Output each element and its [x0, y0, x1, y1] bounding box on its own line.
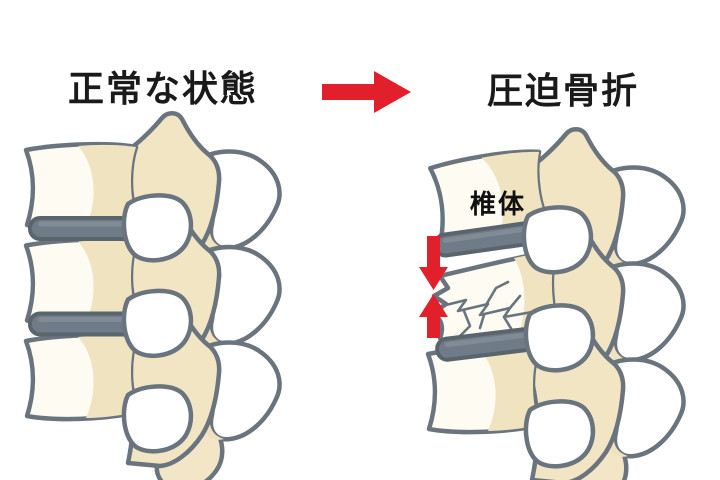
- normal-spine-figure: [26, 113, 280, 480]
- compression-up-arrow-icon: [419, 294, 448, 338]
- title-normal-state: 正常な状態: [67, 68, 258, 109]
- title-compression-fracture: 圧迫骨折: [486, 70, 639, 111]
- facet-joint: [124, 386, 191, 451]
- transform-arrow-icon: [322, 71, 411, 113]
- facet-joint: [526, 305, 593, 370]
- vertebra-body: [26, 335, 138, 419]
- fractured-spine-figure: [428, 129, 684, 480]
- facet-joint: [124, 291, 191, 356]
- fracture-crack-lines: [440, 280, 534, 338]
- vertebra-body: [26, 240, 138, 324]
- facet-joint: [526, 401, 593, 466]
- facet-joint: [124, 195, 191, 260]
- compression-down-arrow-icon: [419, 236, 448, 290]
- vertebral-body-label: 椎体: [469, 189, 526, 219]
- vertebra-body: [26, 144, 138, 228]
